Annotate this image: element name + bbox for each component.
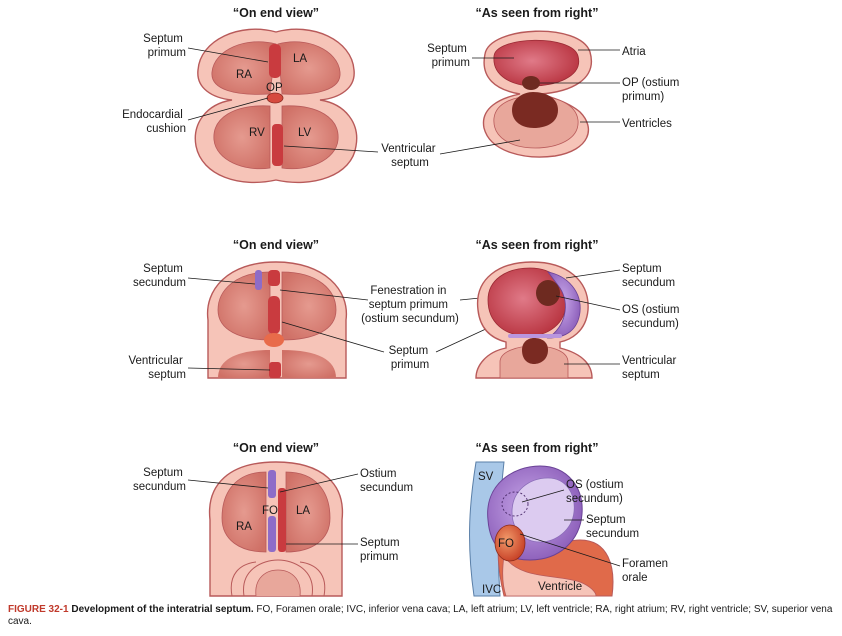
la-label: LA bbox=[293, 53, 307, 65]
ra-label: RA bbox=[236, 69, 252, 81]
fo-label-3r: FO bbox=[498, 538, 514, 550]
atria-label: Atria bbox=[622, 46, 646, 58]
row3-right-title: “As seen from right” bbox=[476, 441, 599, 455]
rv-label: RV bbox=[249, 127, 265, 139]
fo-label-3: FO bbox=[262, 505, 278, 517]
septum-secundum-label-3r: Septum secundum bbox=[586, 514, 639, 540]
septum-secundum-label-2: Septum secundum bbox=[133, 263, 186, 289]
os-ostium-secundum-label-2: OS (ostium secundum) bbox=[622, 304, 683, 330]
ventricle-label: Ventricle bbox=[538, 581, 582, 593]
row3-end-view-heart bbox=[208, 461, 344, 597]
septum-primum-label-1r: Septum primum bbox=[427, 43, 470, 69]
la-label-3: LA bbox=[296, 505, 310, 517]
figure-title: Development of the interatrial septum. bbox=[71, 604, 254, 615]
op-label: OP bbox=[266, 82, 283, 94]
septum-secundum-label-3: Septum secundum bbox=[133, 467, 186, 493]
fenestration-label: Fenestration in septum primum (ostium se… bbox=[361, 285, 459, 325]
lv-label: LV bbox=[298, 127, 312, 139]
septum-secundum-shape-2 bbox=[546, 271, 581, 339]
ostium-primum-shape bbox=[522, 76, 540, 90]
ventricular-septum-shape bbox=[272, 124, 283, 166]
ventricular-septum-label-2: Ventricular septum bbox=[128, 355, 186, 381]
row1-right-title: “As seen from right” bbox=[476, 6, 599, 20]
ventricular-septum-label-2r: Ventricular septum bbox=[622, 355, 680, 381]
row3-left-title: “On end view” bbox=[233, 441, 319, 455]
endocardial-cushion-label: Endocardial cushion bbox=[122, 109, 186, 135]
ostium-secundum-shape bbox=[536, 280, 560, 306]
septum-primum-label-1: Septum primum bbox=[143, 33, 186, 59]
row2-end-view-heart bbox=[206, 261, 348, 379]
septum-primum-label-2: Septum primum bbox=[389, 345, 432, 371]
ventricular-septum-label-1: Ventricular septum bbox=[381, 143, 439, 169]
row2-right-title: “As seen from right” bbox=[476, 238, 599, 252]
row1-end-view-heart bbox=[194, 28, 358, 184]
foramen-ovale-shape bbox=[494, 524, 526, 562]
row1-left-title: “On end view” bbox=[233, 6, 319, 20]
ra-label-3: RA bbox=[236, 521, 252, 533]
ostium-secundum-label-3: Ostium secundum bbox=[360, 468, 413, 494]
septum-primum-shape-2 bbox=[268, 296, 280, 334]
row2-left-title: “On end view” bbox=[233, 238, 319, 252]
figure-id: FIGURE 32-1 bbox=[8, 604, 69, 615]
atria-shape bbox=[493, 39, 580, 87]
endocardial-cushion-shape bbox=[266, 92, 284, 104]
ventricle-cavity-shape bbox=[512, 92, 558, 128]
septum-primum-shape bbox=[269, 44, 281, 78]
figure-caption: FIGURE 32-1 Development of the interatri… bbox=[8, 604, 834, 628]
row3-right-view-heart bbox=[469, 461, 614, 597]
septum-primum-label-3: Septum primum bbox=[360, 537, 403, 563]
figure-legend: FO, Foramen orale; IVC, inferior vena ca… bbox=[8, 604, 833, 627]
row2-right-view-heart bbox=[475, 261, 593, 379]
ventricles-label: Ventricles bbox=[622, 118, 672, 130]
foramen-ovale-label: Foramen orale bbox=[622, 558, 671, 584]
os-ostium-secundum-label-3: OS (ostium secundum) bbox=[566, 479, 627, 505]
sv-label: SV bbox=[478, 471, 494, 483]
septum-secundum-label-2r: Septum secundum bbox=[622, 263, 675, 289]
ostium-secundum-outline bbox=[501, 491, 529, 517]
row1-right-view-heart bbox=[482, 30, 593, 158]
op-ostium-primum-label: OP (ostium primum) bbox=[622, 77, 683, 103]
septum-secundum-shape bbox=[255, 270, 262, 290]
ivc-label: IVC bbox=[482, 584, 501, 596]
